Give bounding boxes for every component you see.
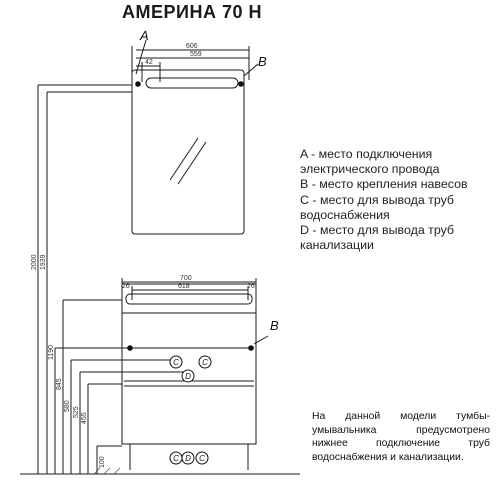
legend-line: электрического провода <box>300 162 440 177</box>
dim-606: 606 <box>186 43 198 50</box>
marker-d-bottom-ring <box>181 451 195 465</box>
mount-dot <box>127 345 133 351</box>
dim-700: 700 <box>180 275 192 282</box>
mount-dot <box>238 81 244 87</box>
legend: A - место подключения электрического про… <box>300 147 496 253</box>
dim-845: 845 <box>56 378 63 390</box>
mirror-reflection-line <box>169 137 199 181</box>
mirror-reflection-line <box>177 141 207 185</box>
dim-42: 42 <box>145 59 153 66</box>
legend-line: B - место крепления навесов <box>300 177 468 192</box>
dim-1939: 1939 <box>40 254 47 270</box>
mirror-lamp <box>145 77 239 89</box>
marker-b-top: B <box>258 54 267 69</box>
diagram-title: АМЕРИНА 70 Н <box>122 2 262 22</box>
dim-559: 559 <box>190 51 202 58</box>
dim-580: 580 <box>64 400 71 412</box>
dim-2000: 2000 <box>31 254 38 270</box>
dim-26-left: 26 <box>122 283 130 290</box>
legend-line: A - место подключения <box>300 147 433 161</box>
mount-points <box>127 81 254 351</box>
marker-a-leader <box>135 39 147 75</box>
dim-100: 100 <box>99 456 106 468</box>
marker-c-right: C <box>202 358 208 367</box>
dim-525: 525 <box>73 406 80 418</box>
legend-line: C - место для вывода труб <box>300 192 455 207</box>
mount-dot <box>135 81 141 87</box>
marker-c-right-ring <box>198 355 212 369</box>
marker-b-mid: B <box>270 318 279 333</box>
marker-c-bottom-left: C <box>173 454 179 463</box>
dim-618: 618 <box>178 283 190 290</box>
marker-a: A <box>139 28 149 43</box>
legend-line: водоснабжения <box>300 207 390 222</box>
marker-b-top-leader <box>243 63 259 77</box>
floor-hatch <box>93 467 121 475</box>
dim-26-right: 26 <box>247 283 255 290</box>
dim-455: 455 <box>81 412 88 424</box>
marker-c-bottom-right-ring <box>195 451 209 465</box>
mount-dot <box>248 345 254 351</box>
mirror-outline <box>131 69 245 235</box>
installation-note: На данной модели тумбы-умывальника преду… <box>312 411 490 463</box>
marker-c-left-ring <box>169 355 183 369</box>
legend-line: D - место для вывода труб <box>300 223 455 238</box>
marker-d-mid-ring <box>181 369 195 383</box>
marker-d-mid: D <box>185 372 191 381</box>
legend-line: канализации <box>300 238 374 253</box>
cabinet-outline <box>121 283 257 445</box>
marker-d-bottom: D <box>185 454 191 463</box>
marker-c-left: C <box>173 358 179 367</box>
marker-b-mid-leader <box>253 335 269 345</box>
dim-1190: 1190 <box>48 345 55 360</box>
cabinet-basin <box>125 293 253 305</box>
marker-c-bottom-right: C <box>199 454 205 463</box>
